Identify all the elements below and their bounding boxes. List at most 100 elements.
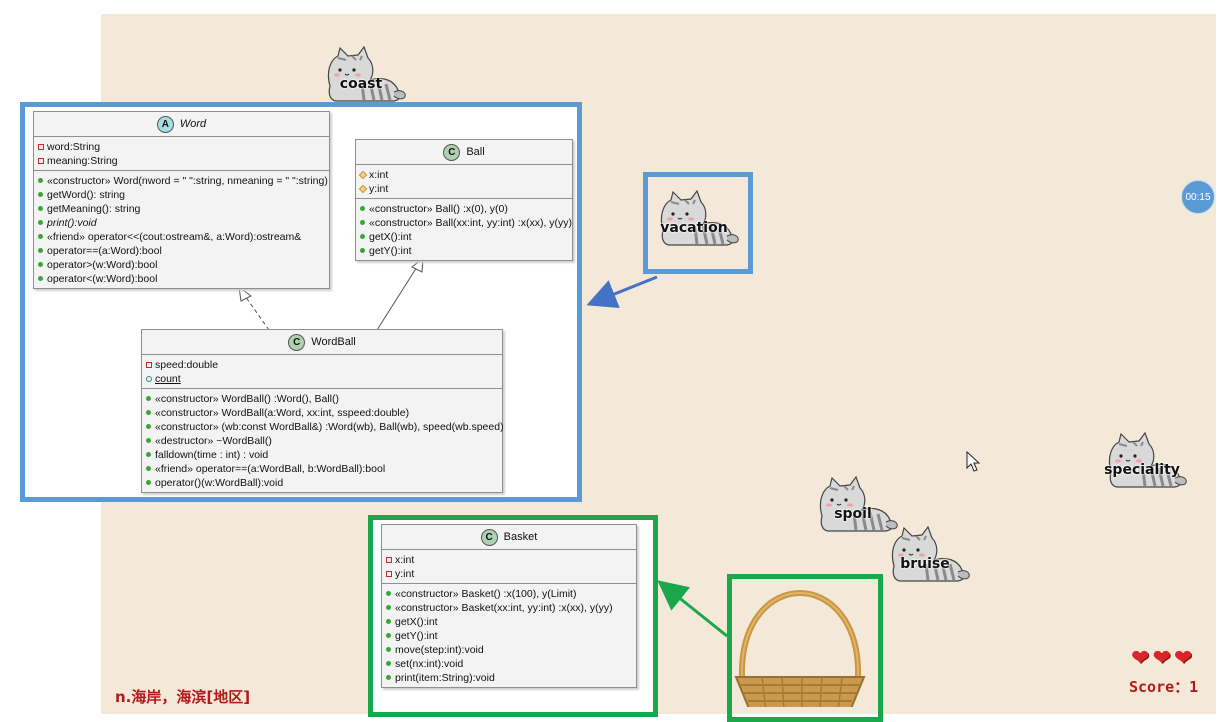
public-icon (38, 276, 43, 281)
uml-class-ball: C Ball x:int y:int «constructor» Ball() … (355, 139, 573, 261)
word-meaning-text: n.海岸，海滨[地区] (115, 688, 251, 706)
cat-sprite-icon (326, 46, 406, 102)
class-name: Word (179, 118, 207, 130)
public-icon (146, 410, 151, 415)
word-cat-coast: coast (316, 46, 406, 102)
basket-icon (734, 589, 866, 712)
public-icon (386, 675, 391, 680)
attribute-row: meaning:String (34, 154, 329, 168)
attribute-row: x:int (382, 553, 636, 567)
word-cat-vacation: vacation (649, 190, 739, 246)
method-row: «constructor» WordBall(a:Word, xx:int, s… (142, 406, 502, 420)
method-row: print(item:String):void (382, 671, 636, 685)
vacation-highlight-frame (643, 172, 753, 274)
generalization-line (376, 266, 418, 331)
public-icon (146, 438, 151, 443)
method-row: getX():int (356, 230, 572, 244)
class-icon: C (443, 143, 461, 161)
cursor-icon (966, 451, 981, 472)
public-icon (146, 452, 151, 457)
falling-word-label: coast (339, 76, 383, 92)
uml-class-word: A Word word:String meaning:String «const… (33, 111, 330, 289)
cat-sprite-icon (890, 526, 970, 582)
class-attributes: x:int y:int (356, 165, 572, 199)
word-cat-speciality: speciality (1097, 432, 1187, 488)
class-header: C Basket (382, 525, 636, 550)
method-row: «constructor» Ball(xx:int, yy:int) :x(xx… (356, 216, 572, 230)
public-icon (360, 220, 365, 225)
class-methods: «constructor» WordBall() :Word(), Ball()… (142, 389, 504, 492)
realization-arrowhead (238, 285, 252, 302)
method-row: «constructor» Basket() :x(100), y(Limit) (382, 587, 636, 601)
attribute-row: y:int (356, 182, 572, 196)
public-icon (38, 178, 43, 183)
generalization-arrowhead (411, 256, 424, 273)
method-row: getX():int (382, 615, 636, 629)
class-attributes: word:String meaning:String (34, 137, 329, 171)
method-row: «constructor» Ball() :x(0), y(0) (356, 202, 572, 216)
attribute-row: count (142, 372, 502, 386)
method-row: getMeaning(): string (34, 202, 329, 216)
heart-icon: ❤ (1131, 645, 1150, 670)
class-icon: C (288, 333, 306, 351)
method-row: «constructor» WordBall() :Word(), Ball() (142, 392, 502, 406)
falling-word-label: vacation (660, 220, 728, 236)
word-cat-bruise: bruise (880, 526, 970, 582)
private-icon (38, 158, 44, 164)
method-row: falldown(time : int) : void (142, 448, 502, 462)
private-icon (146, 362, 152, 368)
method-row: «friend» operator==(a:WordBall, b:WordBa… (142, 462, 502, 476)
public-icon (146, 424, 151, 429)
public-icon (146, 466, 151, 471)
class-name: WordBall (311, 336, 356, 348)
method-row: set(nx:int):void (382, 657, 636, 671)
public-icon (386, 661, 391, 666)
method-row: getY():int (382, 629, 636, 643)
attribute-row: speed:double (142, 358, 502, 372)
uml-class-wordball: C WordBall speed:double count «construct… (141, 329, 504, 493)
public-icon (386, 647, 391, 652)
class-methods: «constructor» Ball() :x(0), y(0) «constr… (356, 199, 572, 260)
public-icon (38, 220, 43, 225)
class-methods: «constructor» Basket() :x(100), y(Limit)… (382, 584, 636, 687)
class-header: C Ball (356, 140, 572, 165)
public-icon (386, 619, 391, 624)
method-row: «constructor» Word(nword = " ":string, n… (34, 174, 329, 188)
private-icon (386, 557, 392, 563)
method-row: operator==(a:Word):bool (34, 244, 329, 258)
public-icon (386, 605, 391, 610)
attribute-row: x:int (356, 168, 572, 182)
falling-word-label: speciality (1104, 462, 1180, 478)
attribute-row: word:String (34, 140, 329, 154)
basket-highlight-frame (727, 574, 883, 722)
method-row: operator()(w:WordBall):void (142, 476, 502, 490)
score-display: Score：1 (1129, 676, 1198, 697)
realization-line (244, 295, 270, 331)
protected-icon (358, 170, 368, 180)
class-name: Ball (466, 146, 485, 158)
cat-sprite-icon (818, 476, 898, 532)
public-icon (146, 396, 151, 401)
score-label: Score： (1129, 678, 1190, 696)
method-row: print():void (34, 216, 329, 230)
public-icon (386, 633, 391, 638)
class-attributes: x:int y:int (382, 550, 636, 584)
public-icon (386, 591, 391, 596)
attribute-row: y:int (382, 567, 636, 581)
uml-main-diagram: A Word word:String meaning:String «const… (20, 102, 582, 502)
public-icon (38, 234, 43, 239)
uml-basket-diagram: C Basket x:int y:int «constructor» Baske… (368, 515, 658, 717)
public-icon (38, 248, 43, 253)
public-icon (38, 206, 43, 211)
cat-sprite-icon (1107, 432, 1187, 488)
method-row: «constructor» Basket(xx:int, yy:int) :x(… (382, 601, 636, 615)
method-row: «constructor» (wb:const WordBall&) :Word… (142, 420, 504, 434)
method-row: «destructor» ~WordBall() (142, 434, 502, 448)
public-icon (360, 206, 365, 211)
class-icon: C (480, 528, 498, 546)
class-header: C WordBall (142, 330, 502, 355)
abstract-class-icon: A (156, 115, 174, 133)
falling-word-label: bruise (900, 556, 950, 572)
class-methods: «constructor» Word(nword = " ":string, n… (34, 171, 329, 288)
public-icon (360, 248, 365, 253)
